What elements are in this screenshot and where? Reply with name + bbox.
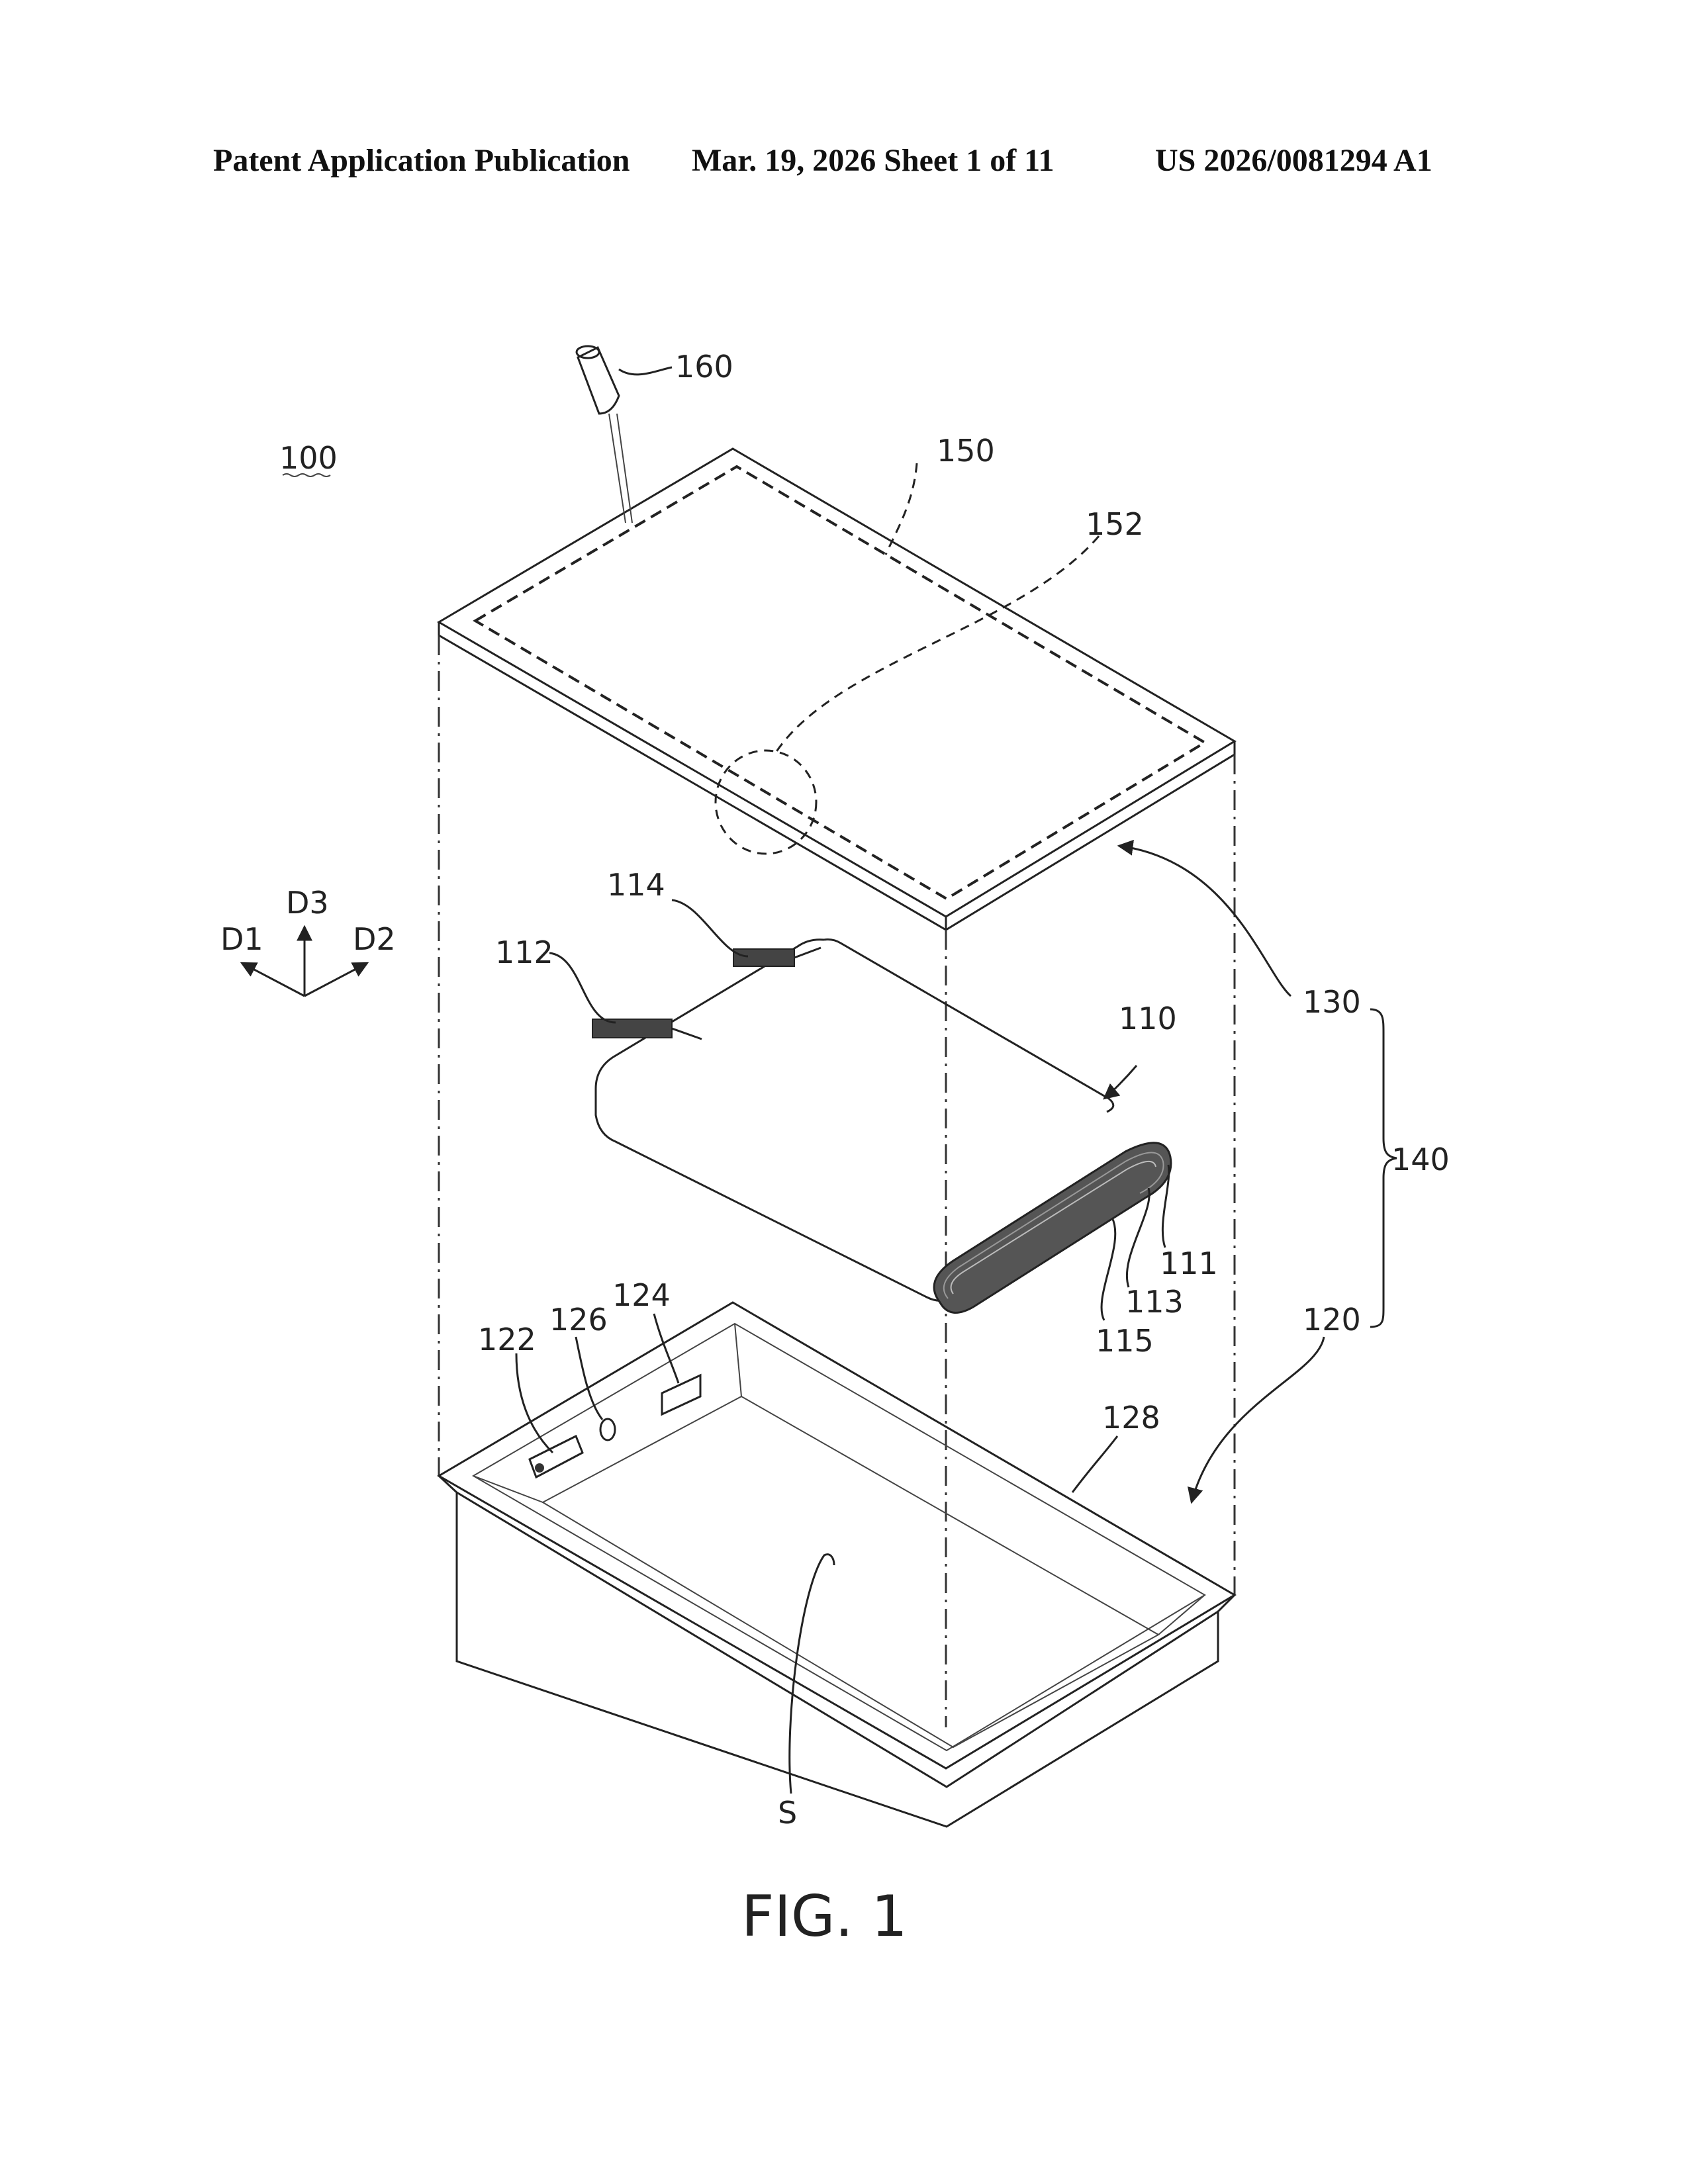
label-120: 120 bbox=[1303, 1302, 1361, 1338]
lower-case-120 bbox=[439, 1302, 1235, 1827]
label-115: 115 bbox=[1096, 1323, 1154, 1359]
label-130: 130 bbox=[1303, 984, 1361, 1020]
label-110: 110 bbox=[1119, 1001, 1177, 1036]
label-s: S bbox=[778, 1795, 797, 1831]
label-d1: D1 bbox=[220, 921, 263, 957]
label-140: 140 bbox=[1391, 1142, 1450, 1177]
label-128: 128 bbox=[1102, 1400, 1160, 1435]
figure-caption: FIG. 1 bbox=[741, 1884, 908, 1950]
detail-circle-152 bbox=[716, 751, 816, 854]
label-124: 124 bbox=[612, 1277, 671, 1313]
label-122: 122 bbox=[478, 1322, 536, 1357]
label-d3: D3 bbox=[286, 885, 329, 921]
label-126: 126 bbox=[549, 1302, 608, 1338]
label-100: 100 bbox=[279, 440, 338, 476]
part-124 bbox=[662, 1375, 700, 1414]
label-160: 160 bbox=[675, 349, 733, 385]
hole-126 bbox=[600, 1419, 615, 1440]
label-114: 114 bbox=[607, 867, 665, 903]
label-152: 152 bbox=[1086, 506, 1144, 542]
label-150: 150 bbox=[937, 433, 995, 469]
leader-lines bbox=[283, 367, 1397, 1794]
label-113: 113 bbox=[1125, 1284, 1184, 1320]
electrode-assembly-110 bbox=[592, 940, 1171, 1313]
label-112: 112 bbox=[495, 934, 553, 970]
label-d2: D2 bbox=[353, 921, 396, 957]
label-111: 111 bbox=[1160, 1246, 1218, 1281]
